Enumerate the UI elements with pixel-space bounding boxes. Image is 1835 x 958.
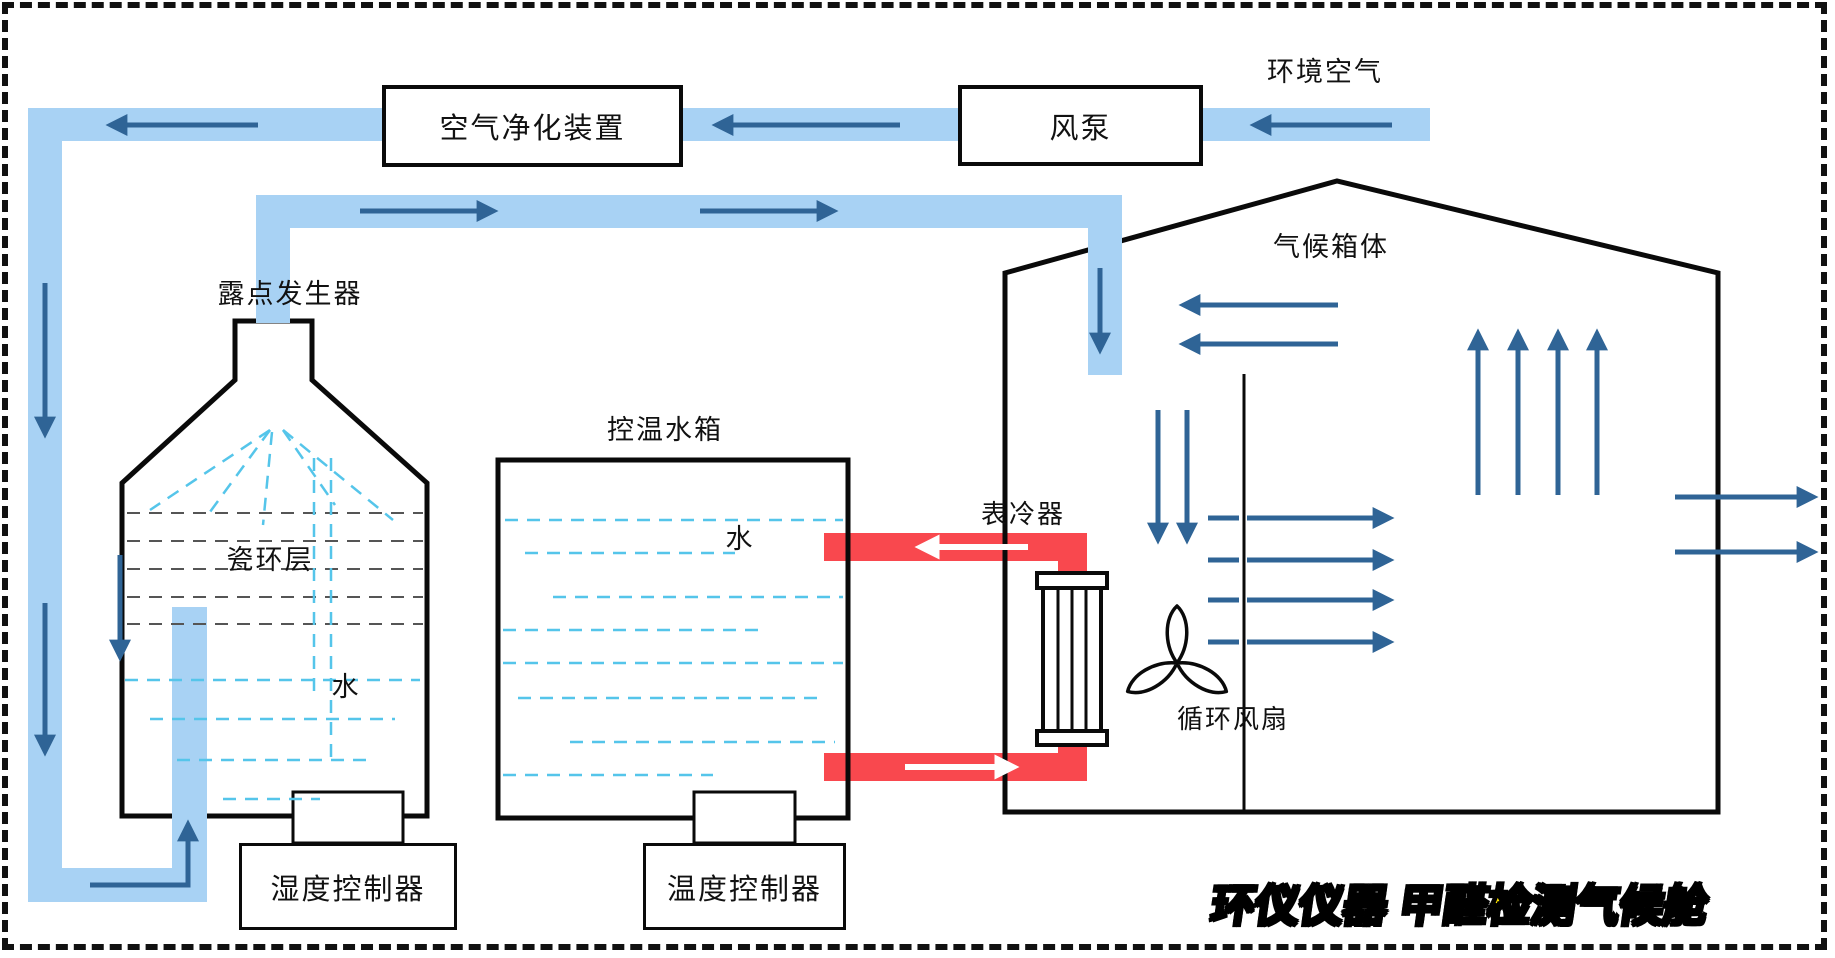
- tank-water-label: 水: [725, 524, 755, 554]
- humidity-controller-label: 湿度控制器: [270, 873, 426, 906]
- ceramic-ring-layer-label: 瓷环层: [226, 545, 314, 575]
- surface-cooler-icon: [1035, 571, 1109, 747]
- ambient-air-label: 环境空气: [1267, 57, 1383, 87]
- ceramic-layer-lines: [127, 512, 423, 625]
- surface-cooler-label: 表冷器: [980, 500, 1065, 529]
- humidity-controller-box: 湿度控制器: [239, 843, 457, 930]
- vessel-outline: [119, 318, 430, 819]
- temperature-controller-label: 温度控制器: [666, 873, 822, 906]
- temperature-controller-box: 温度控制器: [643, 843, 846, 930]
- climate-chamber-label: 气候箱体: [1273, 232, 1389, 262]
- vessel-water-label: 水: [331, 672, 361, 702]
- flow-arrows: [33, 113, 1819, 888]
- coolant-flow-arrows: [905, 534, 1028, 780]
- chamber-outline: [1002, 178, 1721, 815]
- water-tank-label: 控温水箱: [607, 415, 723, 445]
- fan-icon: [1125, 604, 1229, 695]
- air-purifier-box: 空气净化装置: [382, 85, 683, 167]
- tank-outline: [495, 457, 851, 821]
- air-pump-box: 风泵: [958, 85, 1203, 166]
- circulation-fan-label: 循环风扇: [1176, 705, 1289, 734]
- sensor-stubs: [291, 790, 797, 845]
- dew-point-generator-label: 露点发生器: [217, 279, 363, 309]
- air-pump-label: 风泵: [1049, 112, 1112, 145]
- air-purifier-label: 空气净化装置: [439, 113, 626, 145]
- brand-watermark: 环仪仪器 甲醛检测气候舱: [1207, 881, 1713, 933]
- water-dashes: [125, 428, 843, 801]
